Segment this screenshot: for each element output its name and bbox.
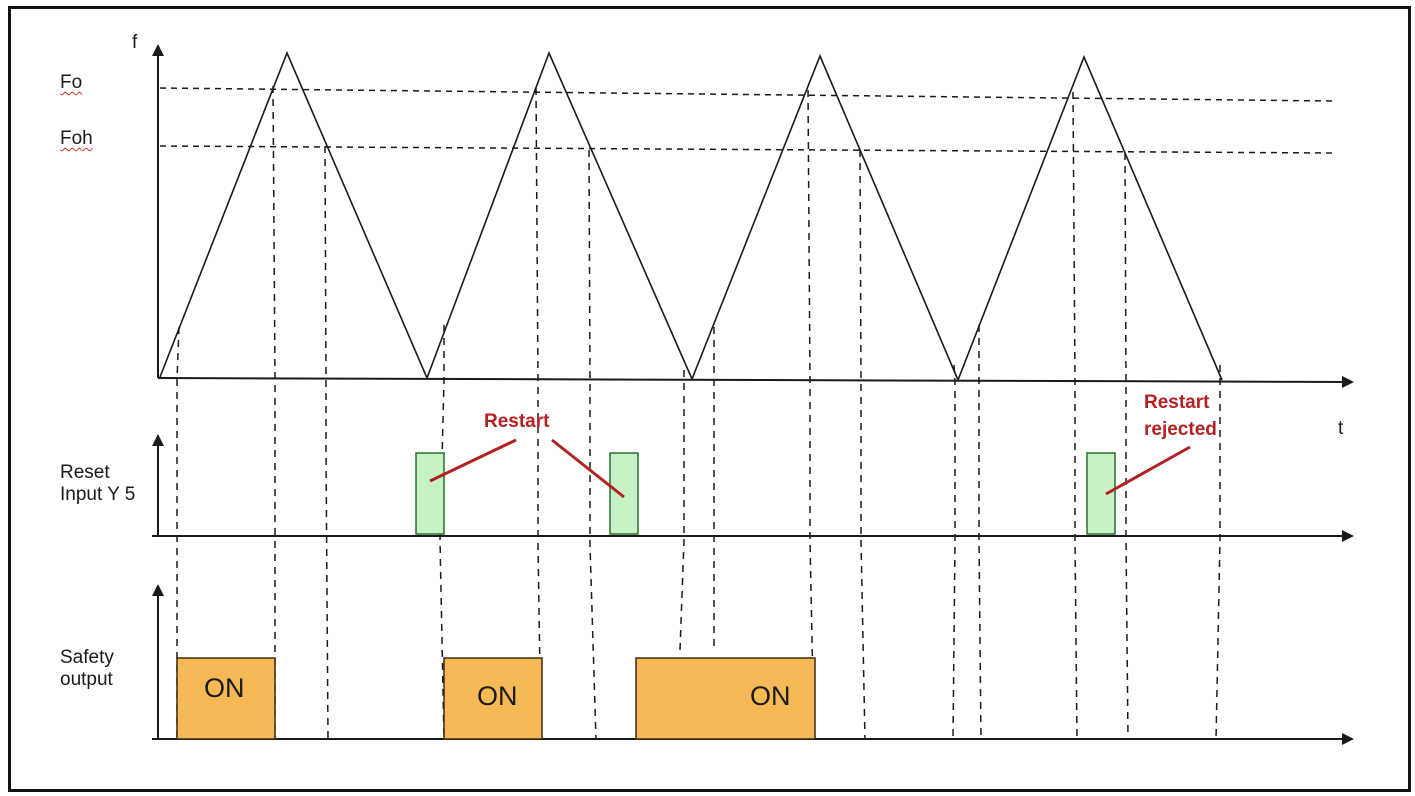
fo-threshold-line — [159, 87, 1333, 102]
restart-rejected-pointer — [1105, 445, 1191, 496]
restart-rejected-line2: rejected — [1144, 419, 1217, 440]
restart-pointer — [551, 438, 625, 499]
guide-line — [679, 370, 685, 651]
reset-input-label: Reset Input Y 5 — [60, 462, 135, 506]
guide-line — [176, 326, 180, 740]
safety-on-block — [443, 657, 543, 740]
frequency-waveform — [159, 50, 1223, 383]
guide-line — [978, 325, 982, 741]
guide-line — [1215, 365, 1221, 741]
t-axis — [157, 375, 1354, 388]
reset-pulse — [1086, 452, 1116, 535]
f-axis-label: f — [132, 32, 138, 53]
foh-threshold-line — [159, 145, 1333, 154]
guide-line — [324, 145, 329, 741]
safety-on-block — [635, 657, 816, 740]
safety-label-line1: Safety — [60, 647, 114, 668]
safety-label-line2: output — [60, 669, 113, 690]
guide-line — [535, 87, 542, 741]
guide-line — [952, 364, 956, 741]
restart-rejected-annotation: Restart rejected — [1144, 389, 1217, 443]
on-label: ON — [204, 673, 245, 703]
timing-guides — [176, 85, 1221, 741]
guide-line — [1072, 91, 1078, 741]
fo-label: Fo — [60, 72, 83, 93]
guide-line — [807, 89, 815, 741]
guide-line — [588, 149, 597, 741]
guide-line — [859, 149, 866, 741]
reset-pulse — [415, 452, 445, 535]
restart-pointer — [429, 438, 517, 483]
reset-label-line1: Reset — [60, 462, 110, 483]
foh-label: Foh — [60, 128, 93, 149]
reset-label-line2: Input Y 5 — [60, 484, 136, 505]
safety-output-label: Safety output — [60, 647, 114, 691]
t-axis-label: t — [1338, 418, 1344, 439]
restart-annotation: Restart — [484, 411, 550, 432]
guide-line — [272, 85, 276, 740]
on-label: ON — [750, 681, 791, 711]
on-label: ON — [477, 681, 518, 711]
restart-rejected-line1: Restart — [1144, 392, 1210, 413]
reset-pulse — [609, 452, 639, 535]
guide-line — [1124, 152, 1129, 741]
safety-on-block — [176, 657, 276, 740]
